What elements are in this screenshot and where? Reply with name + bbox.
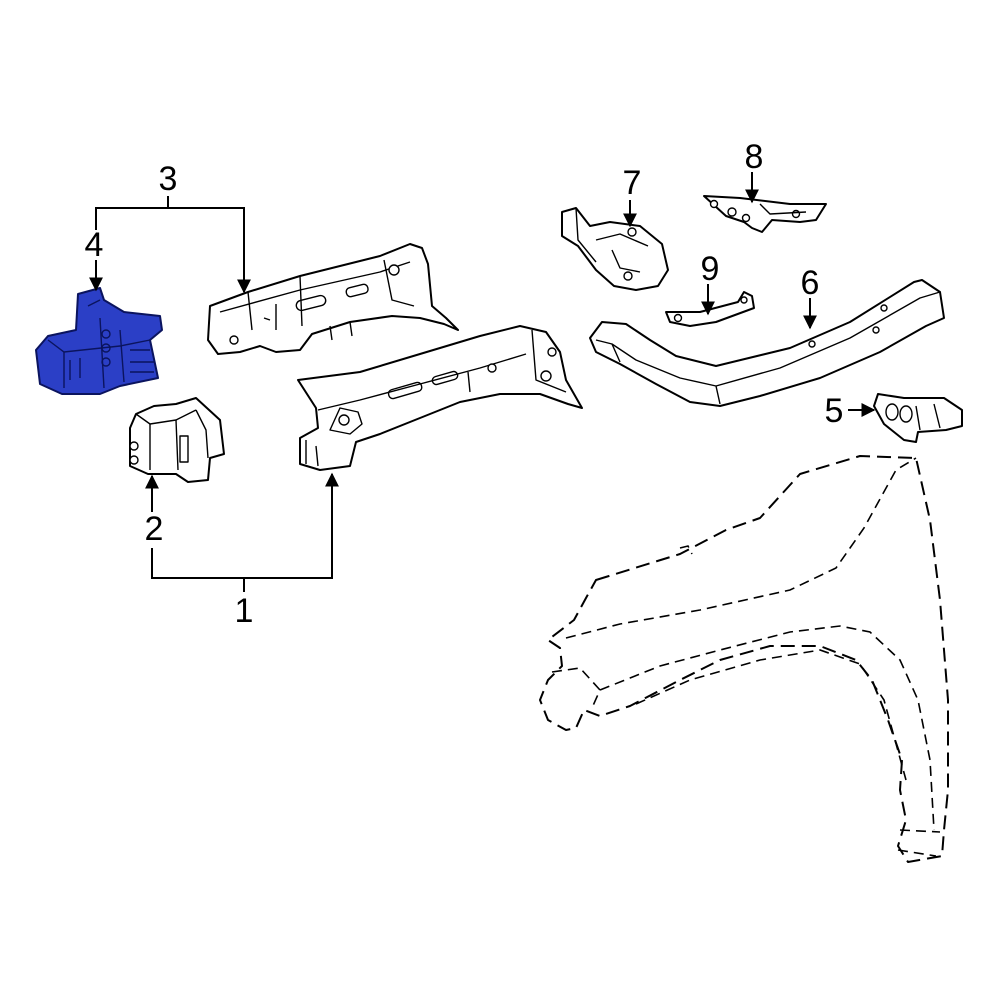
leader-1-bracket [151, 472, 339, 579]
leader-lines [89, 172, 876, 592]
part-3-apron-rail[interactable] [207, 243, 459, 355]
callouts: 3 4 2 1 7 8 9 6 5 [85, 138, 844, 630]
callout-9[interactable]: 9 [701, 250, 720, 288]
part-6-upper-rail[interactable] [589, 279, 945, 407]
part-5-bracket[interactable] [873, 393, 963, 443]
callout-7[interactable]: 7 [623, 164, 642, 202]
part-9-strip[interactable] [665, 291, 755, 327]
callout-4[interactable]: 4 [85, 226, 104, 264]
callout-2[interactable]: 2 [145, 510, 164, 548]
callout-3[interactable]: 3 [159, 160, 178, 198]
fender-outline [539, 455, 949, 863]
part-4-bracket[interactable] [35, 287, 163, 395]
part-2-mount[interactable] [129, 397, 225, 483]
callout-8[interactable]: 8 [745, 138, 764, 176]
callout-5[interactable]: 5 [825, 392, 844, 430]
part-8-plate[interactable] [703, 195, 827, 233]
callout-6[interactable]: 6 [801, 264, 820, 302]
part-1-frame-rail[interactable] [297, 325, 583, 471]
part-7-bracket[interactable] [561, 207, 669, 291]
leader-3-bracket [95, 207, 251, 294]
callout-1[interactable]: 1 [235, 592, 254, 630]
